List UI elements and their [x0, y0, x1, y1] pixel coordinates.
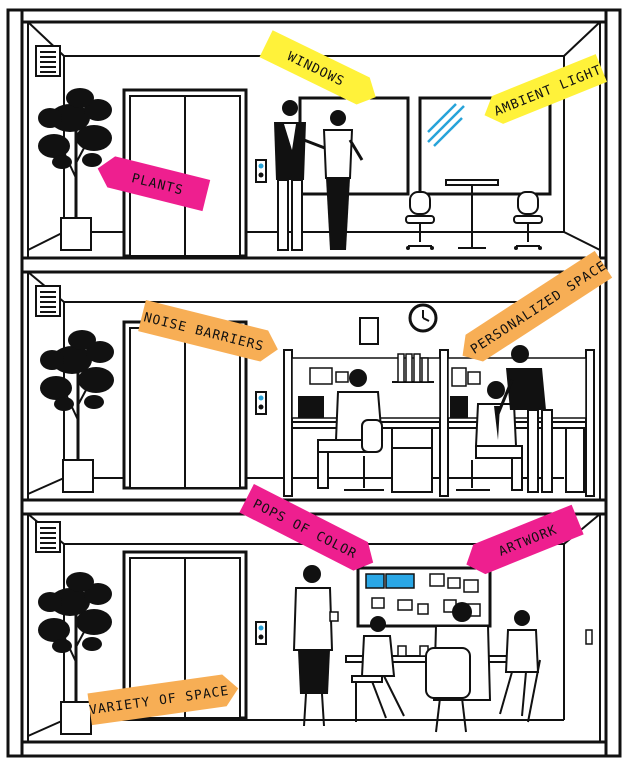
tag-pops-of-color: POPS OF COLOR [239, 483, 374, 571]
meeting-table [345, 602, 541, 733]
chair-icon [405, 191, 435, 251]
cubicle-left [283, 349, 449, 497]
cafe-table [445, 179, 499, 249]
wall-frame [359, 317, 379, 345]
person-woman [322, 110, 364, 250]
air-vent-icon [35, 285, 61, 317]
potted-tree-icon [38, 328, 116, 494]
wall-clock-icon [408, 303, 438, 333]
floor-bottom [292, 565, 541, 733]
person-standing-woman [292, 565, 339, 727]
air-vent-icon [35, 521, 61, 553]
cubicle-right [447, 345, 595, 497]
tag-windows: WINDOWS [259, 30, 376, 105]
air-vent-icon [35, 45, 61, 77]
building-frame [6, 8, 622, 758]
floor-middle [283, 303, 595, 497]
chair-icon [513, 191, 543, 251]
person-man [274, 100, 331, 251]
tag-plants: PLANTS [97, 156, 211, 212]
